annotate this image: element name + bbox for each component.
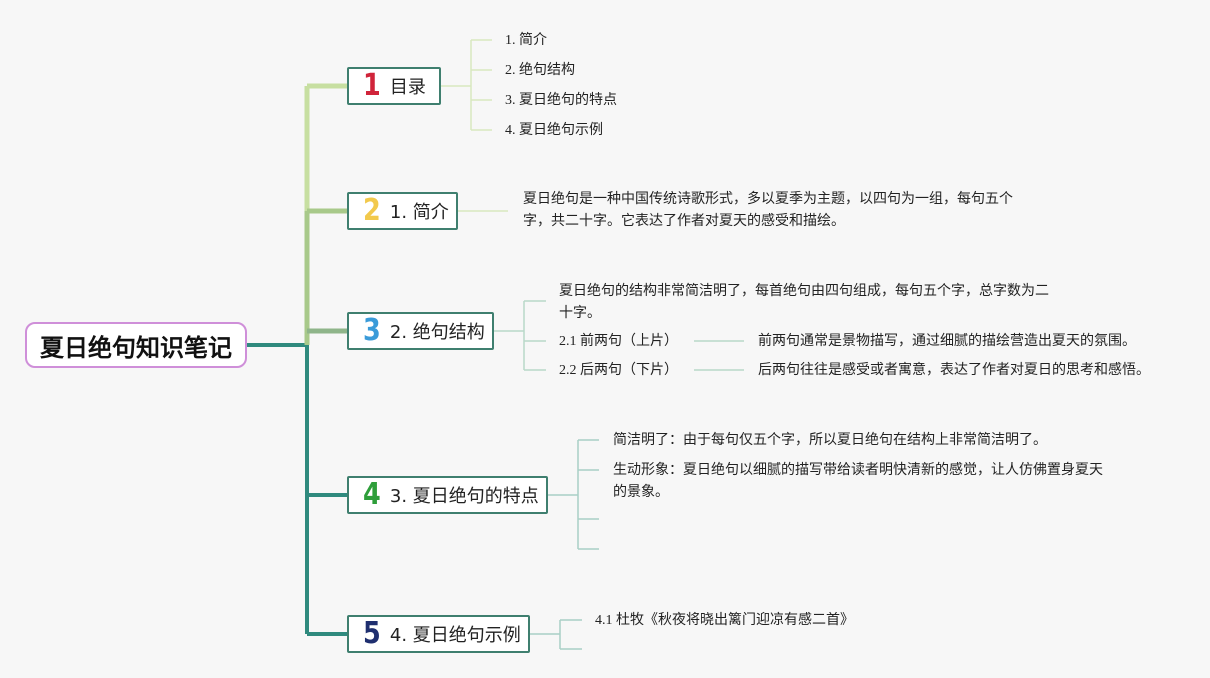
intro-text: 夏日绝句是一种中国传统诗歌形式，多以夏季为主题，以四句为一组，每句五个字，共二十…: [523, 192, 1013, 229]
branch-1-label: 目录: [389, 77, 426, 98]
structure-sub-2-desc: 后两句往往是感受或者寓意，表达了作者对夏日的思考和感悟。: [758, 363, 1150, 378]
branch-2-node[interactable]: 2 1. 简介: [347, 192, 458, 230]
structure-intro: 夏日绝句的结构非常简洁明了，每首绝句由四句组成，每句五个字，总字数为二十字。: [559, 284, 1049, 321]
structure-sub-1-desc: 前两句通常是景物描写，通过细腻的描绘营造出夏天的氛围。: [758, 334, 1136, 349]
number-4-badge: 4: [363, 477, 381, 512]
branch-4-label: 3. 夏日绝句的特点: [389, 486, 539, 507]
example-item-1[interactable]: 4.1 杜牧《秋夜将晓出篱门迎凉有感二首》: [595, 613, 854, 628]
number-1-badge: 1: [363, 68, 381, 103]
branch-5-node[interactable]: 5 4. 夏日绝句示例: [347, 615, 530, 653]
branch-5-label: 4. 夏日绝句示例: [389, 625, 521, 646]
structure-sub-2-label[interactable]: 2.2 后两句（下片）: [559, 363, 678, 378]
number-2-badge: 2: [363, 193, 381, 228]
branch-3-label: 2. 绝句结构: [389, 322, 485, 343]
root-node[interactable]: 夏日绝句知识笔记: [25, 322, 247, 368]
toc-item-1[interactable]: 1. 简介: [505, 33, 547, 48]
branch-4-node[interactable]: 4 3. 夏日绝句的特点: [347, 476, 548, 514]
root-title: 夏日绝句知识笔记: [40, 333, 232, 362]
branch-2-label: 1. 简介: [389, 202, 449, 223]
branch-3-node[interactable]: 3 2. 绝句结构: [347, 312, 494, 350]
branch-1-node[interactable]: 1 目录: [347, 67, 441, 105]
feature-point-1: 简洁明了：由于每句仅五个字，所以夏日绝句在结构上非常简洁明了。: [613, 433, 1047, 448]
toc-item-2[interactable]: 2. 绝句结构: [505, 63, 575, 78]
number-5-badge: 5: [363, 616, 381, 651]
number-3-badge: 3: [363, 313, 381, 348]
toc-item-4[interactable]: 4. 夏日绝句示例: [505, 123, 603, 138]
feature-point-2: 生动形象：夏日绝句以细腻的描写带给读者明快清新的感觉，让人仿佛置身夏天的景象。: [613, 463, 1103, 500]
structure-sub-1-label[interactable]: 2.1 前两句（上片）: [559, 334, 678, 349]
toc-item-3[interactable]: 3. 夏日绝句的特点: [505, 93, 617, 108]
